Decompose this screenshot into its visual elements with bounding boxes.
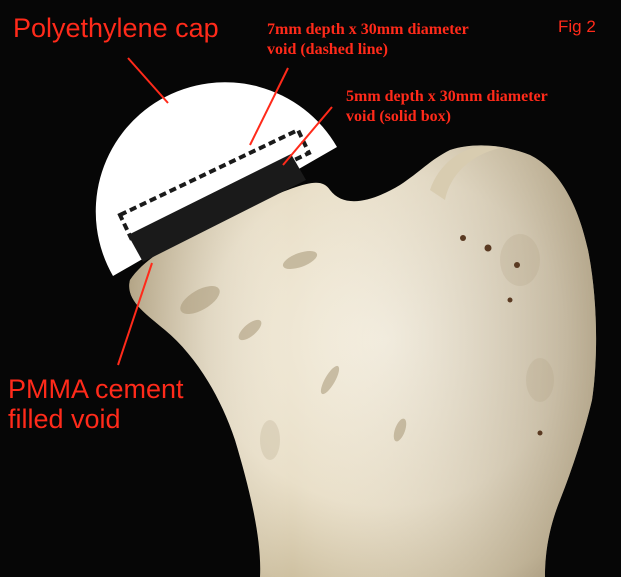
solid-void-annotation: 5mm depth x 30mm diameter void (solid bo… — [346, 87, 548, 127]
pmma-annotation-line2: filled void — [8, 405, 184, 435]
solid-void-annotation-line2: void (solid box) — [346, 107, 548, 127]
pmma-annotation-line1: PMMA cement — [8, 375, 184, 405]
cap-leader-line — [128, 58, 168, 103]
polyethylene-cap-label: Polyethylene cap — [13, 14, 219, 43]
dashed-void-annotation: 7mm depth x 30mm diameter void (dashed l… — [267, 20, 469, 60]
dashed-void-annotation-line1: 7mm depth x 30mm diameter — [267, 20, 469, 40]
solid-void-annotation-line1: 5mm depth x 30mm diameter — [346, 87, 548, 107]
figure-number-label: Fig 2 — [558, 18, 596, 36]
dashed-void-annotation-line2: void (dashed line) — [267, 40, 469, 60]
pmma-annotation: PMMA cement filled void — [8, 375, 184, 434]
